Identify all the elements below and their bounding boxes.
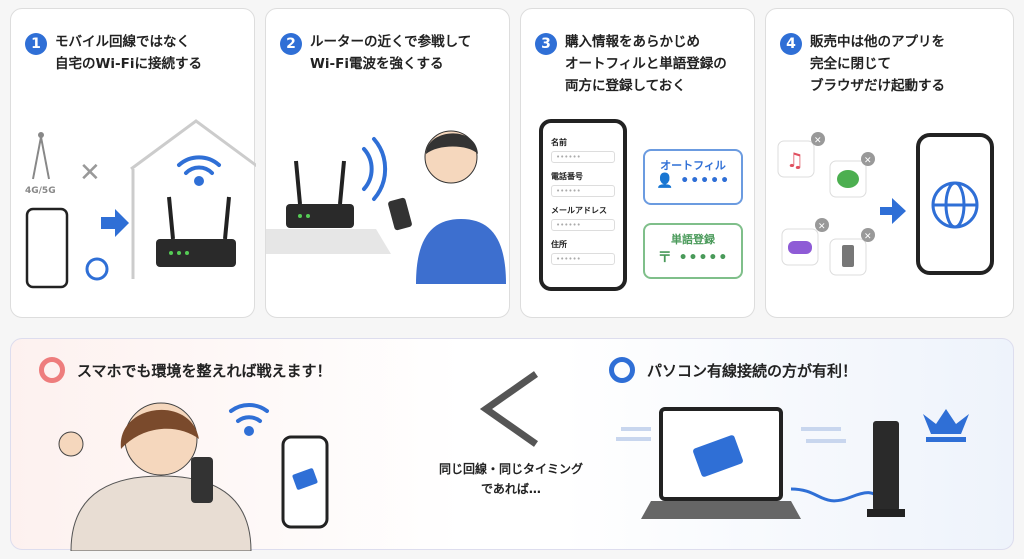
globe-browser-icon — [931, 181, 979, 229]
step-card-1: 1 モバイル回線ではなく 自宅のWi-Fiに接続する 4G/5G ✕ — [10, 8, 256, 318]
wifi-icon — [177, 155, 221, 186]
field-label: 電話番号 — [551, 172, 583, 181]
step-card-2: 2 ルーターの近くで参戦して Wi-Fi電波を強くする — [265, 8, 510, 318]
autofill-label: オートフィル — [660, 159, 726, 172]
condition-line-1: 同じ回線・同じタイミング — [438, 462, 583, 476]
arrow-right-icon — [101, 209, 129, 237]
left-heading: スマホでも環境を整えれば戦えます！ — [39, 357, 332, 383]
arrow-right-icon — [880, 198, 906, 224]
laptop-base — [641, 501, 801, 519]
smartphone-user-illustration — [58, 402, 329, 551]
crown-icon — [923, 409, 969, 442]
close-apps-illustration: ♫✕ ✕ ✕ ✕ — [777, 132, 994, 276]
right-title: パソコン有線接続の方が有利！ — [647, 361, 858, 380]
chat-app-icon: ✕ — [829, 152, 875, 198]
wired-pc-illustration — [616, 407, 969, 519]
circle-mark-icon — [39, 357, 65, 383]
router-icon — [286, 160, 354, 228]
ticket-icon — [292, 468, 318, 490]
dictionary-label: 単語登録 — [671, 233, 715, 246]
postal-mark-icon: 〒 — [657, 250, 673, 266]
game-app-icon: ✕ — [781, 218, 829, 266]
wifi-home-illustration: 4G/5G ✕ — [25, 119, 256, 289]
step-title: ルーターの近くで参戦して Wi-Fi電波を強くする — [310, 34, 472, 72]
step-title: 購入情報をあらかじめ オートフィルと単語登録の 両方に登録しておく — [565, 34, 727, 94]
svg-text:✕: ✕ — [818, 222, 826, 232]
fist — [58, 431, 84, 457]
field-label: メールアドレス — [551, 206, 607, 215]
music-app-icon: ♫✕ — [777, 132, 825, 178]
left-title: スマホでも環境を整えれば戦えます！ — [77, 361, 332, 380]
wifi-icon — [229, 403, 269, 436]
form-input[interactable]: •••••• — [551, 151, 615, 163]
form-input[interactable]: •••••• — [551, 219, 615, 231]
comparison-condition: 同じ回線・同じタイミングであれば… — [411, 459, 611, 499]
form-input[interactable]: •••••• — [551, 185, 615, 197]
svg-text:✕: ✕ — [864, 156, 872, 166]
dictionary-mask: ••••• — [678, 250, 729, 266]
step-number-badge: 2 — [280, 33, 302, 55]
step-title: モバイル回線ではなく 自宅のWi-Fiに接続する — [55, 34, 202, 72]
dictionary-bubble: 単語登録 〒 ••••• — [643, 223, 743, 279]
table — [266, 229, 391, 254]
svg-text:✕: ✕ — [814, 136, 822, 146]
router-icon — [156, 196, 236, 267]
router-icon — [873, 421, 899, 511]
cross-icon: ✕ — [79, 158, 101, 188]
svg-text:✕: ✕ — [864, 232, 872, 242]
person-with-phone — [388, 130, 506, 284]
autofill-bubble: オートフィル 👤 ••••• — [643, 149, 743, 205]
less-than-symbol — [479, 371, 539, 447]
autofill-mask: ••••• — [680, 173, 731, 189]
step-title: 販売中は他のアプリを 完全に閉じて ブラウザだけ起動する — [810, 34, 945, 94]
comparison-panel: スマホでも環境を整えれば戦えます！ 同じ回線・同じタイミングであれば… パソコン… — [10, 338, 1014, 551]
cell-tower-icon — [32, 132, 50, 180]
form-input[interactable]: •••••• — [551, 253, 615, 265]
ticket-icon — [693, 435, 743, 477]
ok-circle-icon — [85, 257, 109, 281]
device-app-icon: ✕ — [829, 228, 875, 276]
step-number-badge: 1 — [25, 33, 47, 55]
house-outline — [130, 119, 256, 171]
phone-in-hand — [191, 457, 213, 503]
svg-text:♫: ♫ — [786, 148, 804, 172]
phone-icon — [25, 207, 69, 289]
step-card-3: 3 購入情報をあらかじめ オートフィルと単語登録の 両方に登録しておく 名前 ••… — [520, 8, 755, 318]
router-nearby-illustration — [266, 130, 506, 284]
wifi-waves-icon — [362, 137, 388, 201]
step-number-badge: 4 — [780, 33, 802, 55]
circle-mark-icon — [609, 357, 635, 383]
field-label: 住所 — [551, 240, 567, 249]
user-icon: 👤 — [655, 173, 675, 189]
network-label: 4G/5G — [25, 186, 56, 196]
phone-form: 名前 •••••• 電話番号 •••••• メールアドレス •••••• 住所 … — [539, 119, 627, 291]
field-label: 名前 — [551, 138, 567, 147]
condition-line-2: であれば… — [481, 482, 541, 496]
right-heading: パソコン有線接続の方が有利！ — [609, 357, 857, 383]
step-number-badge: 3 — [535, 33, 557, 55]
